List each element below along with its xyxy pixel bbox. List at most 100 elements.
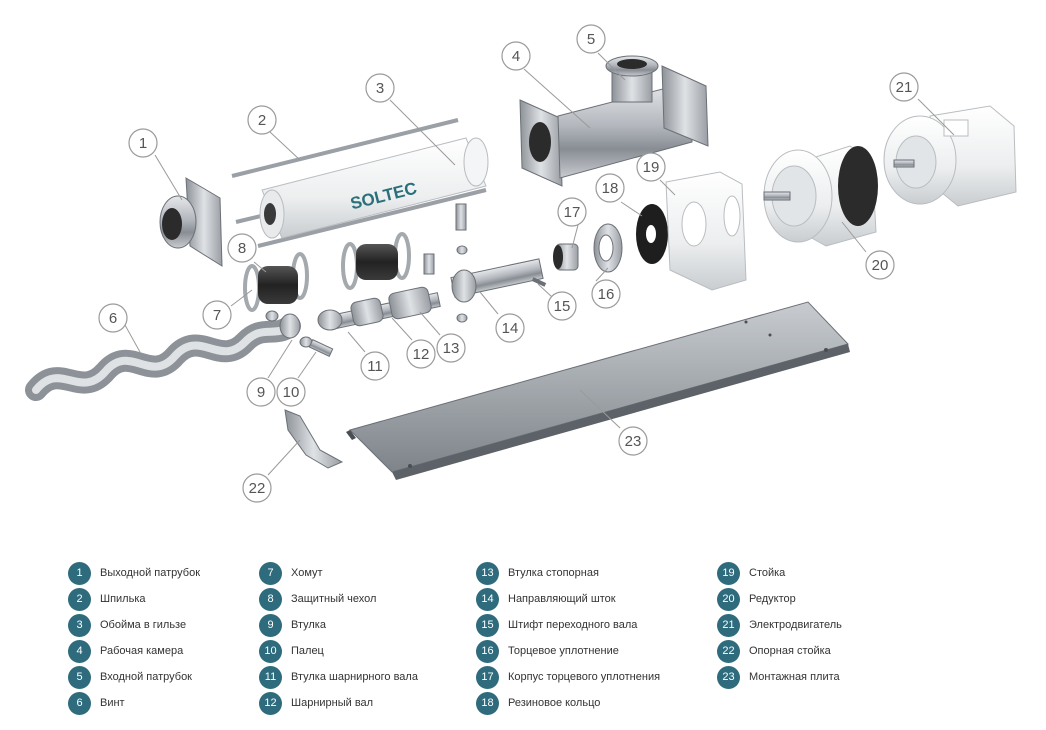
legend-badge: 23 <box>717 665 740 689</box>
callout-16: 16 <box>591 279 621 309</box>
pin <box>308 203 468 357</box>
legend-label: Рабочая камера <box>100 645 184 657</box>
mechanical-seal <box>593 223 623 273</box>
callout-17: 17 <box>557 197 587 227</box>
legend-badge: 5 <box>68 665 91 689</box>
callout-23: 23 <box>618 426 648 456</box>
svg-text:1: 1 <box>139 135 147 152</box>
legend-label: Винт <box>100 697 125 709</box>
legend-item: 19 Стойка <box>717 560 842 586</box>
callout-8: 8 <box>227 233 257 263</box>
callout-19: 19 <box>636 152 666 182</box>
guide-rod <box>450 258 547 303</box>
legend-badge: 9 <box>259 613 282 637</box>
svg-text:17: 17 <box>564 204 581 221</box>
callout-18: 18 <box>595 173 625 203</box>
svg-text:12: 12 <box>413 346 430 363</box>
svg-text:16: 16 <box>598 286 615 303</box>
legend-badge: 20 <box>717 587 740 611</box>
svg-text:5: 5 <box>587 31 595 48</box>
legend-label: Защитный чехол <box>291 593 377 605</box>
legend-label: Опорная стойка <box>749 645 831 657</box>
lantern-bracket <box>665 171 747 291</box>
legend-label: Шпилька <box>100 593 146 605</box>
svg-text:6: 6 <box>109 310 117 327</box>
rubber-ring <box>636 204 668 264</box>
legend-label: Обойма в гильзе <box>100 619 187 631</box>
stator-sleeve: SOLTEC <box>259 137 489 239</box>
legend-item: 8 Защитный чехол <box>259 586 418 612</box>
pump-housing <box>519 55 709 187</box>
callout-6: 6 <box>98 303 128 333</box>
legend-label: Монтажная плита <box>749 671 840 683</box>
svg-text:21: 21 <box>896 79 913 96</box>
legend-item: 23 Монтажная плита <box>717 664 842 690</box>
bushing <box>265 310 313 348</box>
mounting-plate <box>346 301 850 480</box>
legend-item: 22 Опорная стойка <box>717 638 842 664</box>
legend-item: 17 Корпус торцевого уплотнения <box>476 664 660 690</box>
legend-item: 9 Втулка <box>259 612 418 638</box>
legend-label: Втулка <box>291 619 326 631</box>
legend-label: Корпус торцевого уплотнения <box>508 671 661 683</box>
exploded-pump-diagram: SOLTEC <box>25 24 1017 503</box>
callout-4: 4 <box>501 41 531 71</box>
legend-item: 20 Редуктор <box>717 586 842 612</box>
screw-rotor <box>25 313 301 401</box>
mechanical-seal-housing <box>553 243 579 271</box>
legend-label: Втулка стопорная <box>508 567 599 579</box>
legend-label: Выходной патрубок <box>100 567 201 579</box>
legend-badge: 19 <box>717 561 740 585</box>
callout-21: 21 <box>889 72 919 102</box>
legend-badge: 13 <box>476 561 499 585</box>
svg-text:3: 3 <box>376 80 384 97</box>
legend-item: 7 Хомут <box>259 560 418 586</box>
svg-text:11: 11 <box>367 358 383 375</box>
legend-badge: 16 <box>476 639 499 663</box>
leader-lines <box>124 52 955 476</box>
protective-boot <box>258 244 398 304</box>
svg-text:18: 18 <box>602 180 619 197</box>
callout-20: 20 <box>865 250 895 280</box>
legend-badge: 4 <box>68 639 91 663</box>
callout-5: 5 <box>576 24 606 54</box>
legend-label: Штифт переходного вала <box>508 619 638 631</box>
legend-badge: 7 <box>259 561 282 585</box>
svg-text:13: 13 <box>443 340 460 357</box>
legend-label: Редуктор <box>749 593 796 605</box>
svg-text:14: 14 <box>502 320 519 337</box>
svg-text:23: 23 <box>625 433 642 450</box>
svg-text:7: 7 <box>213 307 221 324</box>
legend-badge: 8 <box>259 587 282 611</box>
svg-text:2: 2 <box>258 112 266 129</box>
callout-10: 10 <box>276 377 306 407</box>
legend-badge: 17 <box>476 665 499 689</box>
legend-badge: 22 <box>717 639 740 663</box>
callout-9: 9 <box>246 377 276 407</box>
callout-3: 3 <box>365 73 395 103</box>
callout-2: 2 <box>247 105 277 135</box>
support-foot <box>284 409 344 469</box>
svg-text:9: 9 <box>257 384 265 401</box>
legend-label: Шарнирный вал <box>291 697 374 709</box>
svg-text:19: 19 <box>643 159 660 176</box>
callout-1: 1 <box>128 128 158 158</box>
legend-label: Стойка <box>749 567 786 579</box>
svg-text:22: 22 <box>249 480 266 497</box>
callout-7: 7 <box>202 300 232 330</box>
legend-label: Хомут <box>291 567 323 579</box>
